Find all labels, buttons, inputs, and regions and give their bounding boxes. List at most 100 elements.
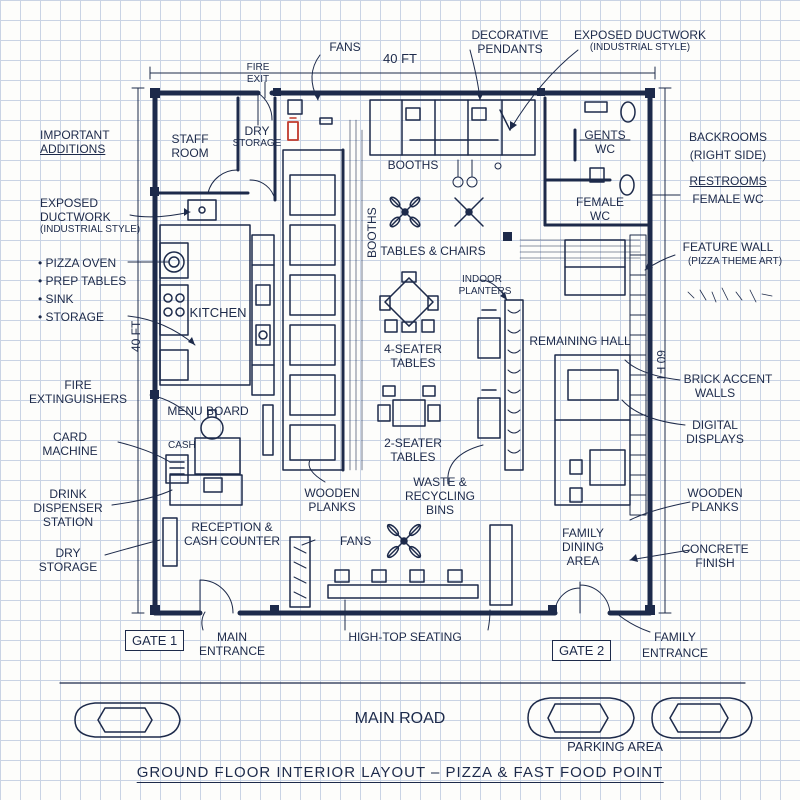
left-fire-line1: FIRE [64, 378, 92, 392]
reception-line1: RECEPTION & [191, 520, 273, 534]
plan-title: GROUND FLOOR INTERIOR LAYOUT – PIZZA & F… [136, 764, 664, 783]
pendants-label-line1: DECORATIVE [471, 28, 549, 42]
four-seater-table [379, 271, 439, 333]
backrooms-line1: BACKROOMS [688, 130, 768, 144]
kitchen-fixtures [159, 199, 275, 396]
fans-bottom-label: FANS [340, 534, 372, 548]
dry-storage-line1: DRY [244, 124, 270, 138]
parking-area-label: PARKING AREA [567, 739, 663, 754]
left-dry-line2: STORAGE [38, 560, 98, 574]
left-ductwork-line2: DUCTWORK [40, 210, 111, 224]
card-machine-line2: MACHINE [42, 444, 98, 458]
two-seater-table [377, 385, 441, 427]
tables-chairs-label: TABLES & CHAIRS [380, 244, 486, 258]
female-line1: FEMALE [575, 195, 625, 209]
menu-board [262, 404, 274, 456]
fans-top-label: FANS [329, 40, 361, 54]
feature-wall-line1: FEATURE WALL [682, 240, 774, 254]
two-seater-line1: 2-SEATER [384, 436, 442, 450]
dry-storage-line2: STORAGE [232, 138, 282, 149]
planter-box [289, 524, 513, 608]
waste-line3: BINS [425, 503, 455, 517]
wooden-planks-line1: WOODEN [304, 486, 360, 500]
ductwork-top-label-line2: (INDUSTRIAL STYLE) [589, 42, 691, 53]
left-ductwork-line3: (INDUSTRIAL STYLE) [40, 224, 141, 235]
ceiling-fan-icon [454, 197, 484, 227]
four-seater-line2: TABLES [390, 356, 436, 370]
four-seater-line1: 4-SEATER [384, 342, 442, 356]
waste-bins [477, 309, 501, 439]
indoor-planters-line2: PLANTERS [458, 286, 512, 297]
kitchen-list-item: • STORAGE [38, 310, 104, 324]
main-entrance-line1: MAIN [217, 630, 247, 644]
staff-room-line2: ROOM [171, 146, 209, 160]
indoor-planters-line1: INDOOR [462, 274, 502, 285]
kitchen-list-item: • PIZZA OVEN [38, 256, 117, 270]
menu-board-label: MENU BOARD [167, 404, 249, 418]
waste-line1: WASTE & [413, 475, 467, 489]
remaining-hall-label: REMAINING HALL [529, 334, 631, 348]
female-line2: WC [590, 209, 610, 223]
family-dining-booths [554, 239, 631, 506]
staff-room-line1: STAFF [171, 132, 209, 146]
drink-line1: DRINK [49, 487, 87, 501]
interior-walls [153, 96, 652, 227]
outer-walls [152, 90, 653, 616]
two-seater-line2: TABLES [390, 450, 436, 464]
feature-wall-strip [629, 234, 647, 516]
width-dimension-label: 40 FT [383, 51, 417, 66]
fan-icon-small [287, 99, 333, 125]
ceiling-fan-icon [386, 523, 422, 559]
indoor-planter-strip [504, 299, 524, 471]
right-wooden-line1: WOODEN [687, 486, 743, 500]
kitchen-list-item: • PREP TABLES [38, 274, 127, 288]
wooden-planks-line2: PLANKS [308, 500, 356, 514]
right-height-dimension-label: 60 FT [654, 350, 668, 382]
left-height-dimension-label: 40 FT [129, 320, 143, 352]
pendant-light-icons [452, 159, 502, 188]
door-swings [199, 92, 611, 614]
family-entrance-line1: FAMILY [654, 630, 696, 644]
gents-line1: GENTS [584, 128, 626, 142]
feature-wall-line2: (PIZZA THEME ART) [687, 256, 783, 267]
fire-exit-label-line2: EXIT [246, 74, 270, 85]
main-entrance-line2: ENTRANCE [198, 644, 266, 658]
drink-line2: DISPENSER [33, 501, 103, 515]
reception-line2: CASH COUNTER [183, 534, 281, 548]
brick-line1: BRICK ACCENT [683, 372, 773, 386]
car-icon [527, 697, 635, 739]
restrooms-label: RESTROOMS [689, 174, 767, 188]
kitchen-list-item: • SINK [38, 292, 74, 306]
main-road-label: MAIN ROAD [354, 710, 446, 727]
car-icon [651, 697, 753, 739]
pendants-label-line2: PENDANTS [477, 42, 543, 56]
fire-extinguisher-icon [287, 117, 299, 141]
dimension-lines [131, 66, 672, 614]
digital-line2: DISPLAYS [686, 432, 744, 446]
left-ductwork-line1: EXPOSED [40, 196, 99, 210]
family-entrance-line2: ENTRANCE [641, 646, 709, 660]
backrooms-line2: (RIGHT SIDE) [689, 148, 767, 162]
digital-line1: DIGITAL [692, 418, 738, 432]
wall-posts [150, 88, 655, 615]
waste-line2: RECYCLING [404, 489, 476, 503]
washroom-fixtures [584, 101, 636, 196]
gate-2-label: GATE 2 [552, 640, 612, 661]
reception-counter [162, 409, 243, 567]
female-wc-note: FEMALE WC [692, 192, 764, 206]
left-fire-line2: EXTINGUISHERS [28, 392, 128, 406]
cash-label: CASH [168, 440, 196, 451]
booths-vertical-label: BOOTHS [365, 207, 379, 258]
family-dining-line3: AREA [566, 554, 600, 568]
family-dining-line2: DINING [562, 540, 604, 554]
pizza-art-sketch [687, 287, 773, 303]
card-machine-line1: CARD [52, 430, 88, 444]
high-top-seating-label: HIGH-TOP SEATING [348, 630, 462, 644]
fire-exit-label-line1: FIRE [246, 62, 270, 73]
arrowheads [184, 92, 653, 562]
brick-line2: WALLS [694, 386, 736, 400]
top-booths [369, 99, 536, 156]
important-additions-line1: IMPORTANT [40, 128, 110, 142]
booth-column [282, 148, 345, 472]
